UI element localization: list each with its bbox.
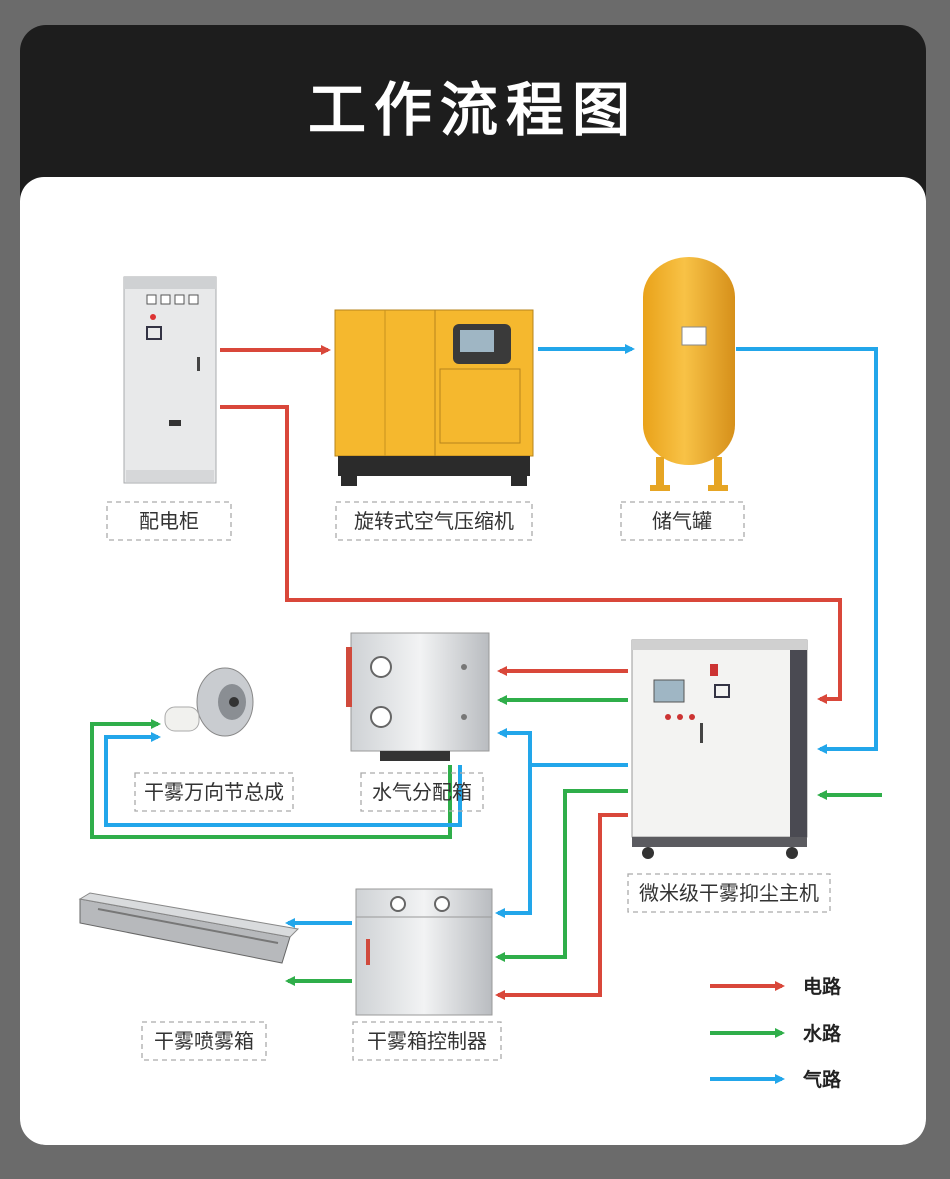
air-line-main-to-water-air-box xyxy=(497,728,628,767)
legend-air-label: 气路 xyxy=(802,1068,842,1091)
label-water-air-box-text: 水气分配箱 xyxy=(372,780,472,804)
legend: 电路 水路 气路 xyxy=(710,975,842,1091)
legend-water-label: 水路 xyxy=(803,1022,842,1045)
nozzle-assembly-image xyxy=(164,667,254,737)
label-nozzle-text: 干雾万向节总成 xyxy=(144,780,284,804)
legend-electric-label: 电路 xyxy=(803,975,842,998)
label-compressor: 旋转式空气压缩机 xyxy=(335,501,533,541)
water-line-main-to-controller xyxy=(495,789,628,962)
label-cabinet-text: 配电柜 xyxy=(139,509,199,533)
label-spray-box: 干雾喷雾箱 xyxy=(141,1021,267,1061)
label-controller: 干雾箱控制器 xyxy=(352,1021,502,1061)
water-air-box-image xyxy=(346,632,490,761)
flow-diagram: 配电柜 旋转式空气压缩机 储气罐 干雾万向节总成 水气分配箱 微米级干雾抑尘主机 xyxy=(78,257,882,1091)
distribution-cabinet-image xyxy=(123,276,217,484)
air-lines xyxy=(104,344,878,928)
spray-box-image xyxy=(78,892,300,964)
label-tank: 储气罐 xyxy=(620,501,745,541)
label-main-unit: 微米级干雾抑尘主机 xyxy=(627,873,831,913)
water-lines xyxy=(90,695,882,986)
air-line-box-to-nozzle xyxy=(104,732,462,827)
controller-box-image xyxy=(355,888,493,1016)
electric-line-cabinet-to-main-unit xyxy=(220,405,842,704)
main-unit-image xyxy=(631,639,808,859)
air-tank-image xyxy=(643,257,735,491)
electric-lines xyxy=(220,345,842,1000)
label-nozzle: 干雾万向节总成 xyxy=(134,772,294,812)
diagram-panel: 配电柜 旋转式空气压缩机 储气罐 干雾万向节总成 水气分配箱 微米级干雾抑尘主机 xyxy=(20,177,926,1145)
label-tank-text: 储气罐 xyxy=(652,509,712,533)
label-spray-box-text: 干雾喷雾箱 xyxy=(154,1029,254,1053)
label-water-air-box: 水气分配箱 xyxy=(360,772,484,812)
flowchart-card: 工作流程图 xyxy=(20,25,926,1145)
page-title: 工作流程图 xyxy=(307,76,638,144)
label-compressor-text: 旋转式空气压缩机 xyxy=(354,509,514,533)
label-main-unit-text: 微米级干雾抑尘主机 xyxy=(639,881,819,905)
label-cabinet: 配电柜 xyxy=(106,501,232,541)
air-compressor-image xyxy=(334,309,534,486)
label-controller-text: 干雾箱控制器 xyxy=(367,1029,487,1053)
electric-line-main-to-controller xyxy=(495,813,628,1000)
water-line-box-to-nozzle xyxy=(90,719,452,839)
air-line-tank-to-main xyxy=(736,347,878,754)
air-line-main-to-controller xyxy=(495,765,532,918)
